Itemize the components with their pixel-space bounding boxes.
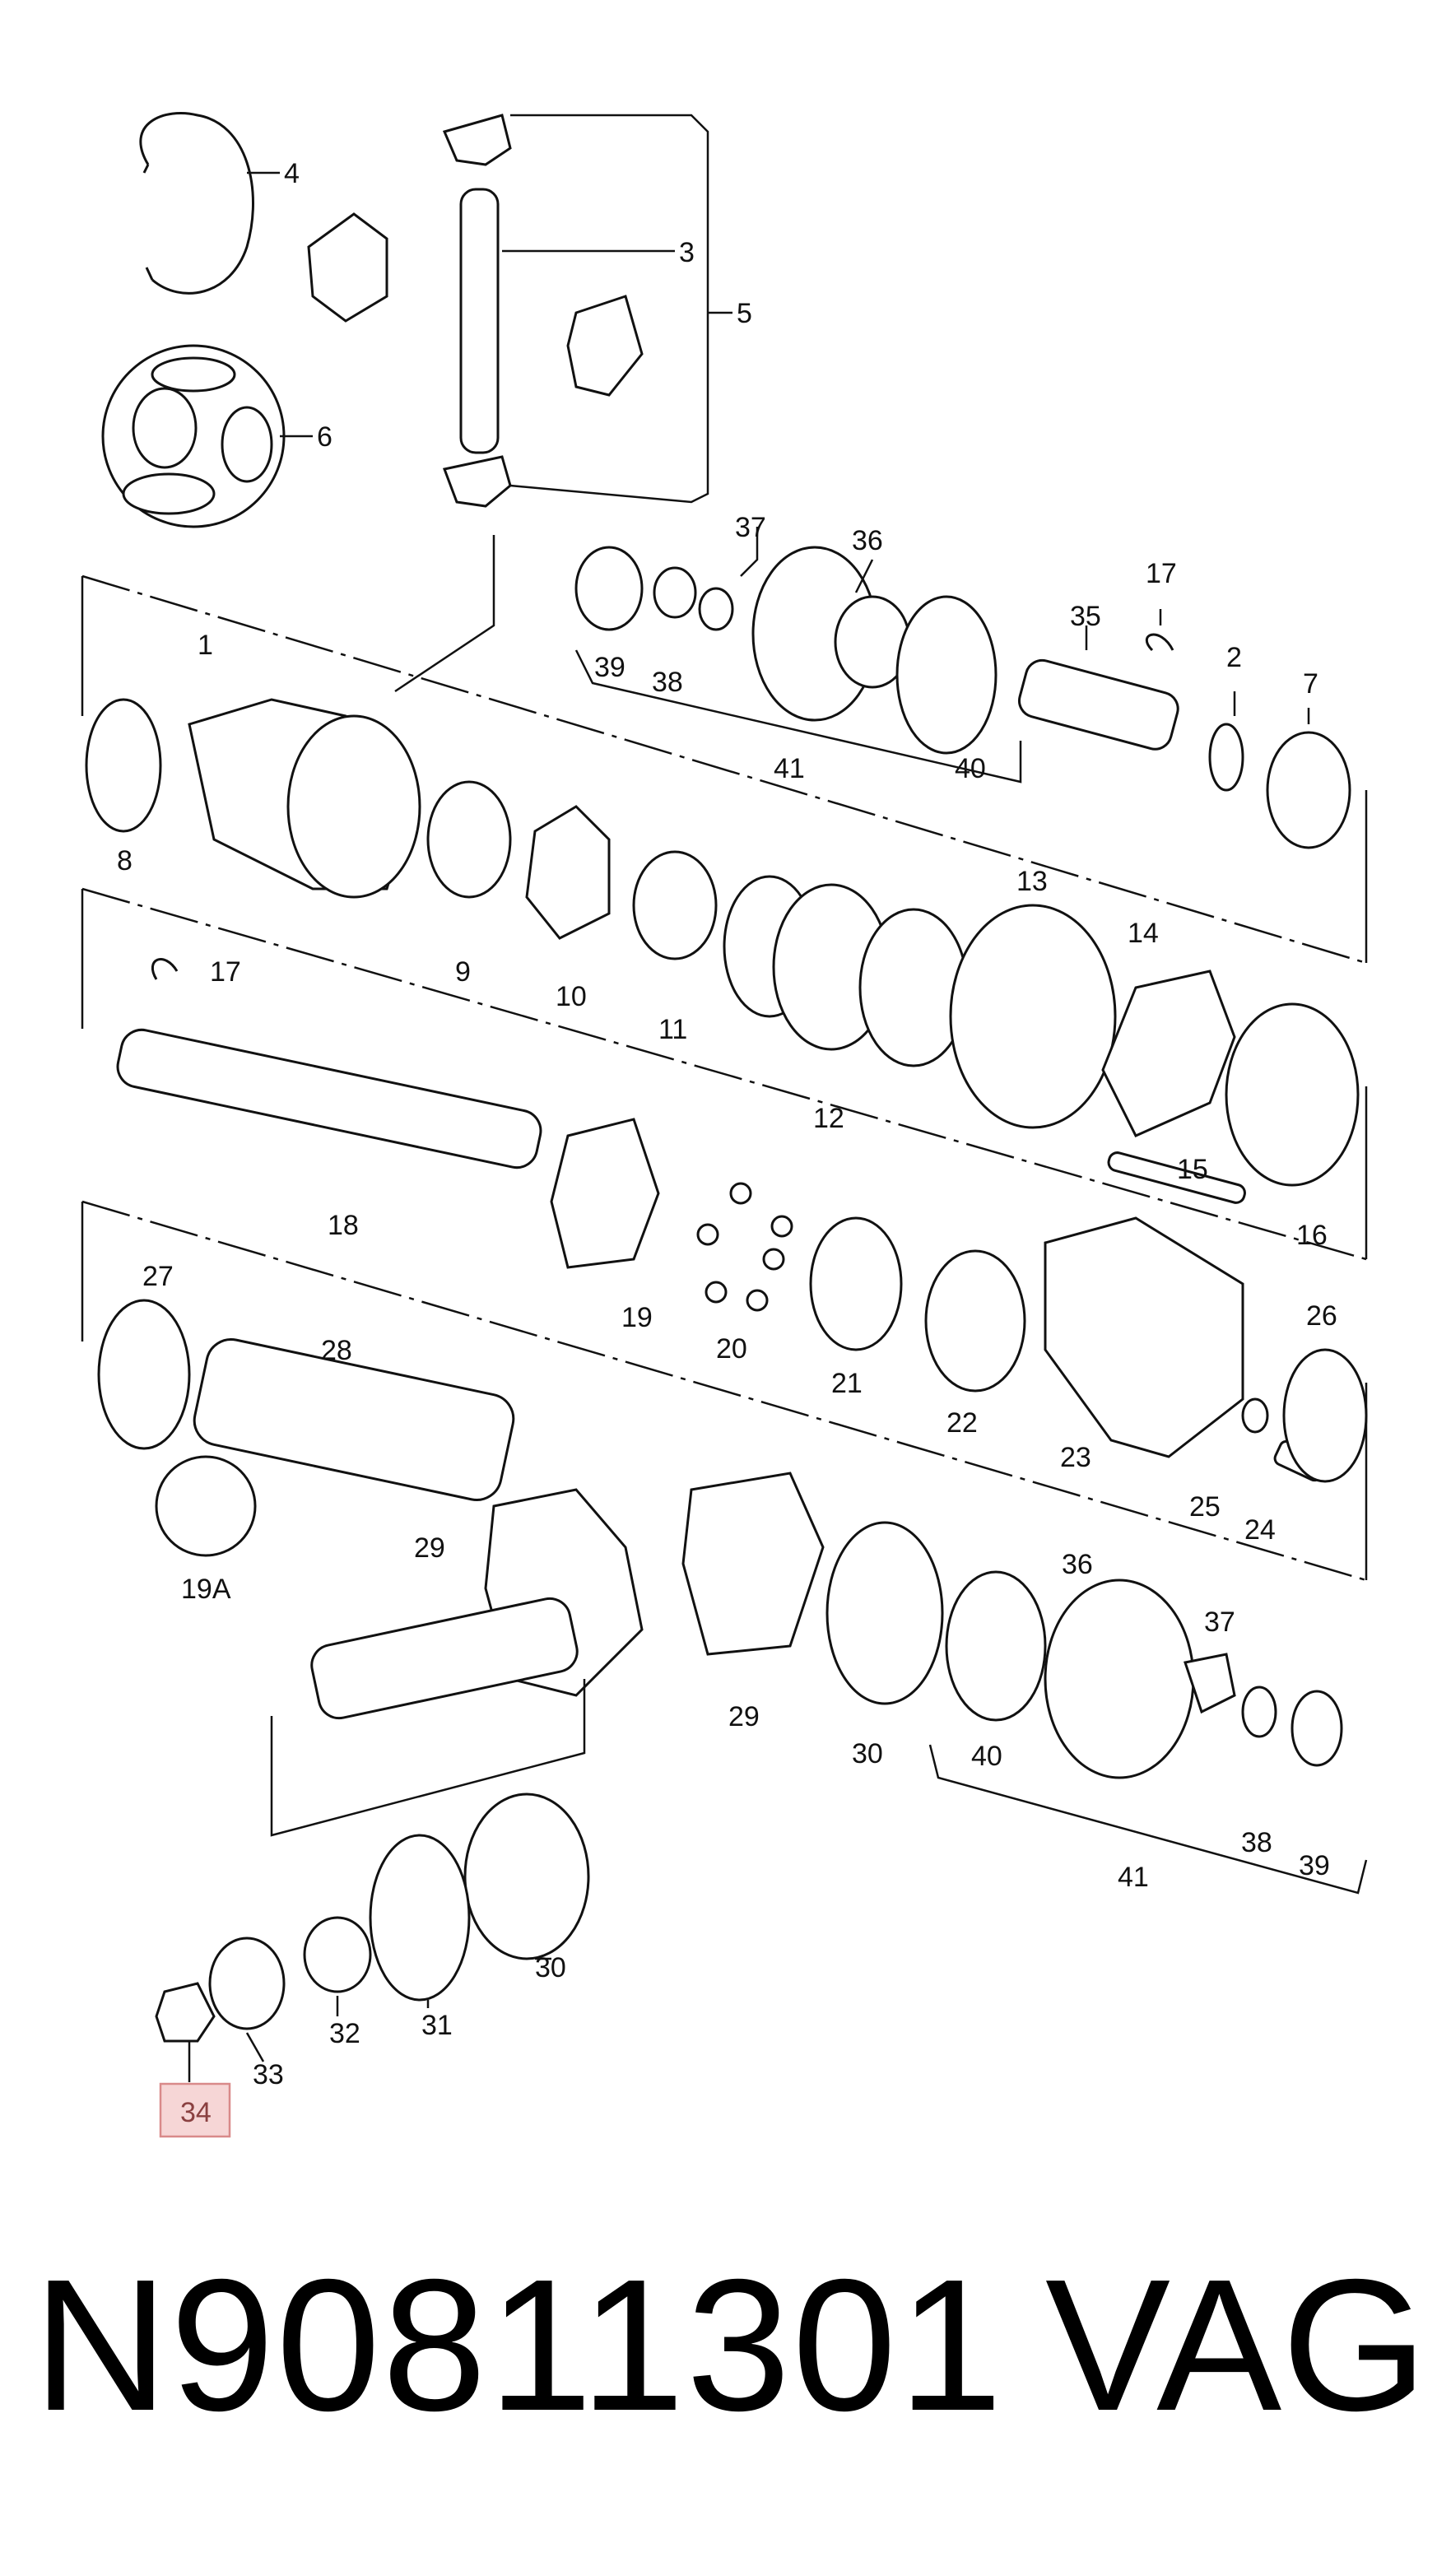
callout-23: 23 (1060, 1442, 1091, 1473)
callout-20: 20 (716, 1333, 747, 1365)
callout-29: 29 (414, 1532, 445, 1564)
callout-19: 19 (621, 1302, 653, 1333)
differential-housing-part (101, 344, 286, 528)
row3-parts (97, 1299, 1343, 1779)
callout-4: 4 (284, 158, 300, 189)
callout-6: 6 (317, 421, 333, 453)
callout-16: 16 (1296, 1220, 1328, 1251)
callout-2: 2 (1226, 642, 1242, 673)
callout-31: 31 (421, 2010, 453, 2041)
callout-29b: 29 (728, 1701, 760, 1732)
callout-9: 9 (455, 956, 471, 988)
callout-34: 34 (180, 2097, 212, 2128)
callout-38: 38 (652, 667, 683, 698)
callout-37: 37 (735, 512, 766, 543)
callout-40: 40 (955, 753, 986, 784)
callout-37b: 37 (1204, 1607, 1235, 1638)
callout-40b: 40 (971, 1741, 1002, 1772)
callout-22: 22 (946, 1407, 978, 1439)
planet-gear-set-part (307, 114, 644, 508)
callout-11: 11 (658, 1014, 687, 1045)
circlip-part (139, 112, 254, 295)
callout-26: 26 (1306, 1300, 1337, 1332)
callout-25: 25 (1189, 1491, 1221, 1523)
callout-7: 7 (1303, 668, 1318, 700)
footer: N90811301 VAG (0, 2247, 1437, 2444)
callout-17b: 17 (210, 956, 241, 988)
part-number: N90811301 (33, 2241, 1005, 2450)
pinion-shaft-part (459, 188, 500, 454)
callout-13: 13 (1016, 866, 1048, 897)
callout-36: 36 (852, 525, 883, 556)
callout-33: 33 (253, 2059, 284, 2090)
callout-41b: 41 (1118, 1862, 1149, 1893)
callout-39: 39 (594, 652, 625, 683)
callout-28: 28 (321, 1335, 352, 1366)
callout-19A: 19A (181, 1574, 231, 1605)
callout-36b: 36 (1062, 1549, 1093, 1580)
callout-1: 1 (198, 630, 213, 661)
row2-parts (116, 958, 1368, 1483)
flange-group-part (574, 546, 1351, 849)
callout-21: 21 (831, 1368, 863, 1399)
callout-12: 12 (813, 1103, 844, 1134)
callout-30: 30 (852, 1738, 883, 1769)
callout-39b: 39 (1299, 1850, 1330, 1881)
brand-name: VAG (1045, 2241, 1428, 2450)
callout-38b: 38 (1241, 1827, 1272, 1858)
callout-8: 8 (117, 845, 133, 876)
callout-27: 27 (142, 1261, 174, 1292)
callout-15: 15 (1177, 1154, 1208, 1185)
callout-32: 32 (329, 2018, 360, 2049)
callout-10: 10 (556, 981, 587, 1012)
callout-3: 3 (679, 237, 695, 268)
callout-24: 24 (1244, 1514, 1276, 1546)
callout-18: 18 (328, 1210, 359, 1241)
callout-17: 17 (1146, 558, 1177, 589)
callout-41: 41 (774, 753, 805, 784)
row1-parts (85, 698, 1360, 1187)
callout-35: 35 (1070, 601, 1101, 632)
callout-14: 14 (1128, 918, 1159, 949)
callout-5: 5 (737, 298, 752, 329)
callout-30b: 30 (535, 1952, 566, 1983)
highlight-box-34 (159, 2082, 231, 2138)
bottom-parts (155, 1793, 590, 2138)
